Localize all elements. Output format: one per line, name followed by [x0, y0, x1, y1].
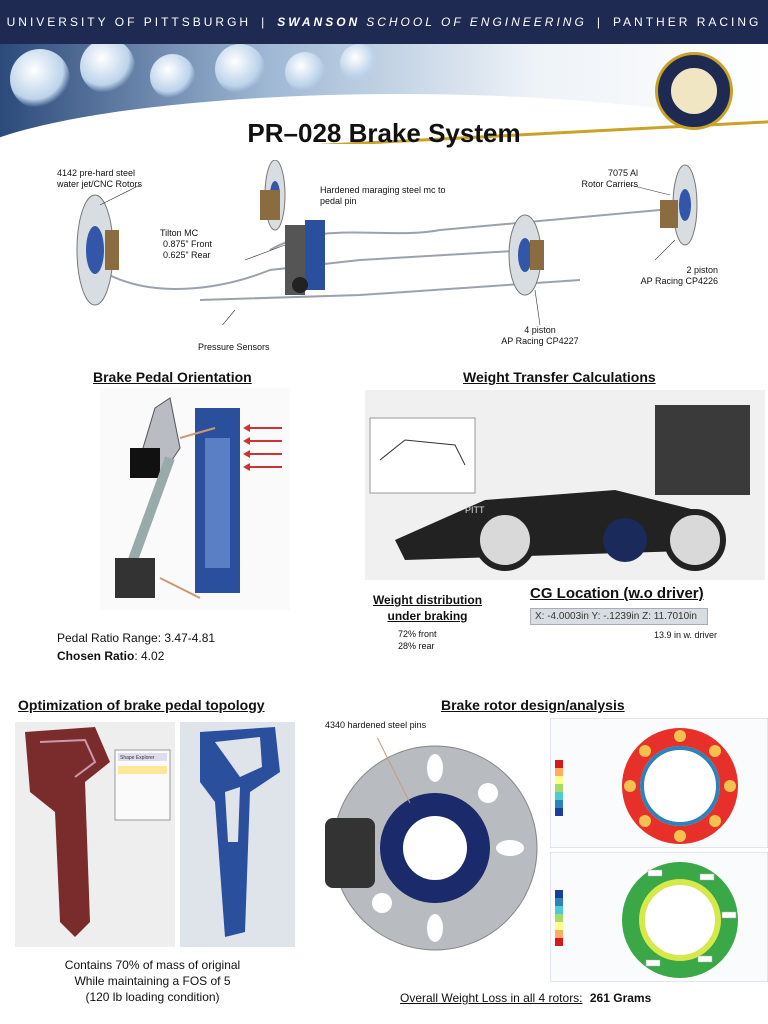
university-seal-logo — [655, 52, 733, 130]
school-name: SCHOOL OF ENGINEERING — [366, 15, 587, 29]
rotor-render-image — [320, 738, 540, 958]
bulb-image — [150, 54, 195, 99]
section-title-rotor-design: Brake rotor design/analysis — [441, 697, 625, 713]
bulb-image — [285, 52, 325, 92]
master-cylinder-label: Tilton MC 0.875” Front 0.625” Rear — [160, 228, 213, 260]
cg-coordinates-readout: X: -4.0003in Y: -.1239in Z: 11.7010in — [530, 608, 708, 625]
header-separator: | — [261, 15, 268, 29]
pedal-orientation-image — [100, 388, 290, 610]
team-name: PANTHER RACING — [612, 15, 762, 29]
page-title: PR–028 Brake System — [247, 118, 521, 148]
pressure-sensors-label: Pressure Sensors — [198, 342, 270, 352]
rotor-safety-factor-image — [550, 852, 768, 982]
header-bar: UNIVERSITY OF PITTSBURGH | SWANSON SCHOO… — [0, 0, 768, 44]
section-title-pedal-orientation: Brake Pedal Orientation — [93, 369, 252, 385]
cg-location-title: CG Location (w.o driver) — [530, 585, 704, 602]
rotor-temperature-analysis-image — [550, 718, 768, 848]
optimization-caption: Contains 70% of mass of original While m… — [64, 958, 241, 1004]
chosen-ratio: Chosen Ratio: 4.02 — [57, 649, 165, 663]
section-title-weight-transfer: Weight Transfer Calculations — [463, 369, 656, 385]
rear-weight-percent: 28% rear — [398, 641, 435, 651]
cg-with-driver: 13.9 in w. driver — [654, 630, 718, 640]
rotor-weight-loss: Overall Weight Loss in all 4 rotors: 261… — [400, 991, 652, 1005]
seal-shield — [669, 66, 719, 116]
school-name-bold: SWANSON — [277, 15, 361, 29]
car-cg-image: PITT — [365, 390, 765, 580]
bulb-image — [10, 49, 70, 109]
steel-pins-label: 4340 hardened steel pins — [325, 720, 427, 730]
header-separator: | — [596, 15, 603, 29]
header-banner — [0, 44, 768, 144]
car-brand-text: PITT — [465, 505, 485, 515]
pedal-ratio-range: Pedal Ratio Range: 3.47-4.81 — [57, 631, 216, 645]
section-title-optimization: Optimization of brake pedal topology — [18, 697, 265, 713]
topology-optimization-image: Shape Explorer — [15, 722, 175, 947]
bulb-image — [215, 44, 265, 94]
brake-system-diagram — [60, 160, 720, 325]
bulb-image — [340, 44, 378, 82]
university-name: UNIVERSITY OF PITTSBURGH — [6, 15, 252, 29]
shape-explorer-title: Shape Explorer — [120, 755, 155, 761]
bulb-image — [80, 44, 135, 94]
optimized-pedal-image — [180, 722, 295, 947]
front-weight-percent: 72% front — [398, 629, 437, 639]
